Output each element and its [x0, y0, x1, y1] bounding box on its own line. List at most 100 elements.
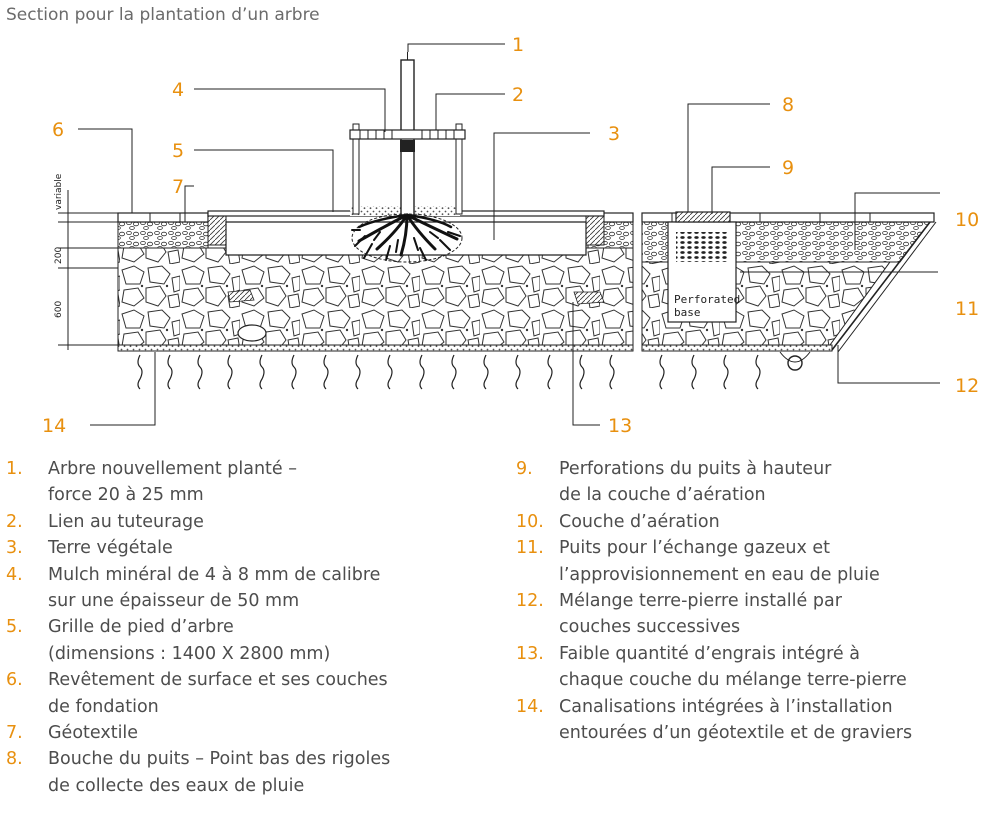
base-layer-right	[641, 344, 833, 352]
legend-number: 9.	[516, 459, 533, 479]
legend-text: Couche d’aération	[559, 511, 720, 532]
legend-text: Mélange terre-pierre installé par	[559, 591, 842, 612]
legend-text: de la couche d’aération	[559, 485, 766, 506]
legend-item-8: 8. Bouche du puits – Point bas des rigol…	[6, 746, 496, 799]
legend-item-11: 11. Puits pour l’échange gazeux et l’app…	[516, 535, 1000, 588]
legend-text: chaque couche du mélange terre-pierre	[559, 670, 907, 691]
legend-number: 5.	[6, 617, 23, 638]
callout-6: 6	[52, 119, 64, 141]
stake-left	[352, 123, 360, 215]
well-perforations	[676, 232, 728, 262]
legend-text: de collecte des eaux de pluie	[48, 775, 305, 796]
paving-right	[641, 212, 935, 223]
paving-left	[117, 212, 209, 223]
legend-text: force 20 à 25 mm	[48, 485, 204, 506]
callout-10: 10	[955, 209, 979, 231]
fertilizer-patch	[573, 291, 605, 305]
legend-number: 12.	[516, 591, 544, 612]
geotextile-slope	[831, 221, 931, 351]
tree	[349, 52, 466, 263]
legend-text: de fondation	[48, 696, 159, 717]
legend-text: Puits pour l’échange gazeux et	[559, 538, 830, 559]
legend-text: Faible quantité d’engrais intégré à	[559, 643, 860, 664]
root-ball	[351, 213, 461, 261]
legend-item-5: 5. Grille de pied d’arbre (dimensions : …	[6, 614, 496, 667]
callout-1: 1	[512, 34, 524, 56]
legend-number: 3.	[6, 538, 23, 559]
perforated-label-line2: base	[674, 306, 701, 319]
callout-5: 5	[172, 140, 184, 162]
callout-7: 7	[172, 176, 184, 198]
legend-text: Terre végétale	[48, 538, 173, 559]
legend-number: 1.	[6, 459, 23, 479]
legend-text: couches successives	[559, 617, 741, 638]
legend-number: 10.	[516, 511, 544, 532]
callout-12: 12	[955, 375, 979, 397]
legend-text: Mulch minéral de 4 à 8 mm de calibre	[48, 564, 381, 585]
well-cap	[675, 211, 731, 223]
legend-item-4: 4. Mulch minéral de 4 à 8 mm de calibre …	[6, 562, 496, 615]
legend-number: 4.	[6, 564, 23, 585]
callout-4: 4	[172, 79, 184, 101]
soil-section	[117, 206, 937, 390]
legend-text: Canalisations intégrées à l’installation	[559, 696, 893, 717]
legend-text: l’approvisionnement en eau de pluie	[559, 564, 880, 585]
dimension-lines	[58, 190, 118, 350]
dim-label-600: 600	[54, 301, 64, 318]
legend-left-column: 1. Arbre nouvellement planté – force 20 …	[6, 456, 496, 799]
legend-item-3: 3. Terre végétale	[6, 535, 496, 561]
legend-item-13: 13. Faible quantité d’engrais intégré à …	[516, 641, 1000, 694]
gas-exchange-well: Perforated base	[667, 211, 740, 323]
legend-number: 6.	[6, 670, 23, 691]
callout-14: 14	[42, 415, 66, 437]
callout-3: 3	[608, 123, 620, 145]
page-title: Section pour la plantation d’un arbre	[6, 5, 320, 25]
dim-label-variable: variable	[54, 173, 64, 210]
subsoil-waves	[137, 354, 761, 390]
legend-item-12: 12. Mélange terre-pierre installé par co…	[516, 588, 1000, 641]
legend-text: Géotextile	[48, 723, 139, 744]
legend-text: entourées d’un géotextile et de graviers	[559, 723, 913, 744]
curb-left	[207, 214, 227, 246]
legend-item-2: 2. Lien au tuteurage	[6, 509, 496, 535]
legend-number: 8.	[6, 749, 23, 770]
stake-crossbar	[349, 129, 466, 140]
root-ball-outline	[351, 213, 463, 263]
leader-lines	[78, 43, 940, 426]
legend-number: 7.	[6, 723, 23, 744]
legend-text: Revêtement de surface et ses couches	[48, 670, 388, 691]
legend-item-6: 6. Revêtement de surface et ses couches …	[6, 667, 496, 720]
legend-item-1: 1. Arbre nouvellement planté – force 20 …	[6, 456, 496, 509]
callout-2: 2	[512, 84, 524, 106]
legend-right-column: 9. Perforations du puits à hauteur de la…	[516, 456, 1000, 746]
legend-text: Perforations du puits à hauteur	[559, 459, 832, 479]
callout-8: 8	[782, 94, 794, 116]
legend-text: (dimensions : 1400 X 2800 mm)	[48, 643, 331, 664]
trunk-tie	[400, 140, 415, 152]
legend-text: Arbre nouvellement planté –	[48, 459, 297, 479]
curb-right	[585, 214, 605, 246]
legend-text: Grille de pied d’arbre	[48, 617, 234, 638]
legend-text: Bouche du puits – Point bas des rigoles	[48, 749, 391, 770]
legend-item-7: 7. Géotextile	[6, 720, 496, 746]
callout-11: 11	[955, 298, 979, 320]
callout-13: 13	[608, 415, 632, 437]
gravel-layer-left	[117, 221, 209, 249]
drain-pipe-left	[237, 324, 267, 342]
stake-right	[455, 123, 463, 215]
legend-number: 14.	[516, 696, 544, 717]
legend-number: 13.	[516, 643, 544, 664]
legend-item-10: 10. Couche d’aération	[516, 509, 1000, 535]
stone-soil-mix-left	[117, 247, 634, 346]
legend-number: 11.	[516, 538, 544, 559]
legend-text: Lien au tuteurage	[48, 511, 204, 532]
legend-text: sur une épaisseur de 50 mm	[48, 591, 300, 612]
tree-planting-section-diagram: Perforated base variable 200	[42, 34, 979, 437]
callout-9: 9	[782, 157, 794, 179]
base-layer-left	[117, 344, 634, 352]
legend-item-14: 14. Canalisations intégrées à l’installa…	[516, 694, 1000, 747]
drain-pipe-right	[787, 355, 803, 371]
dim-label-200: 200	[54, 247, 64, 264]
perforated-label-line1: Perforated	[674, 293, 740, 306]
legend-item-9: 9. Perforations du puits à hauteur de la…	[516, 456, 1000, 509]
